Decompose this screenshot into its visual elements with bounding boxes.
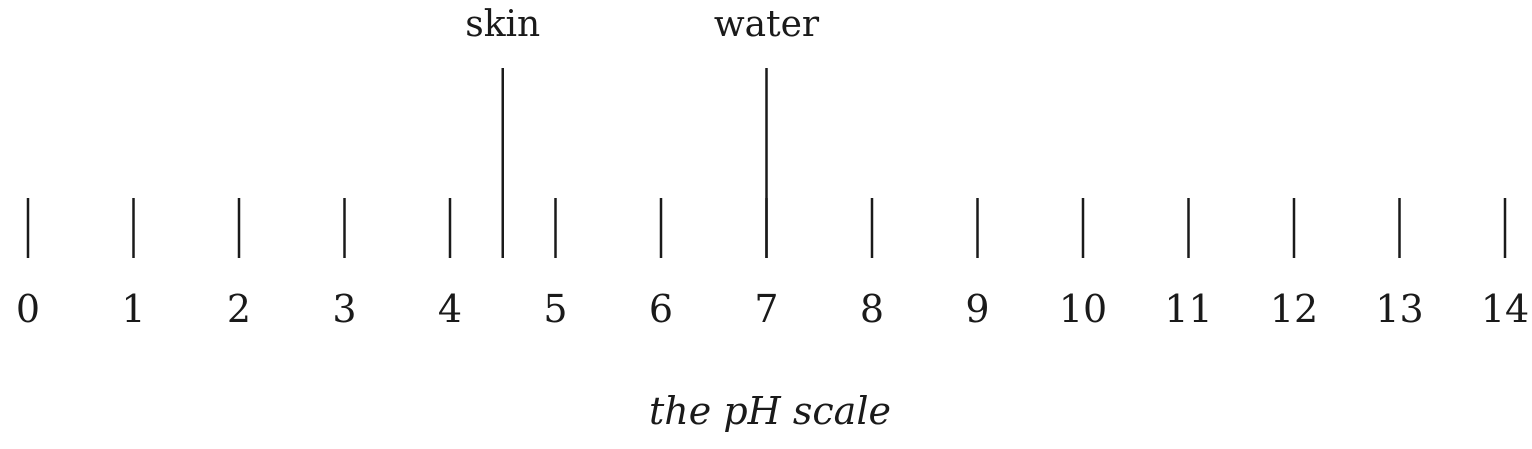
tick-label-1: 1: [121, 287, 145, 331]
tick-label-10: 10: [1059, 287, 1107, 331]
tick-label-6: 6: [649, 287, 673, 331]
tick-label-4: 4: [438, 287, 462, 331]
tick-label-7: 7: [754, 287, 778, 331]
tick-label-5: 5: [543, 287, 567, 331]
tick-label-8: 8: [860, 287, 884, 331]
markers: skin water: [465, 4, 820, 258]
tick-label-14: 14: [1481, 287, 1529, 331]
tick-label-3: 3: [332, 287, 356, 331]
tick-label-2: 2: [227, 287, 251, 331]
tick-marks: [26, 198, 1507, 258]
tick-label-13: 13: [1375, 287, 1423, 331]
tick-label-11: 11: [1164, 287, 1212, 331]
marker-label-skin: skin: [465, 4, 540, 45]
tick-label-12: 12: [1270, 287, 1318, 331]
tick-label-0: 0: [16, 287, 40, 331]
diagram-caption: the pH scale: [649, 389, 891, 433]
tick-label-9: 9: [965, 287, 989, 331]
marker-label-water: water: [714, 4, 820, 45]
